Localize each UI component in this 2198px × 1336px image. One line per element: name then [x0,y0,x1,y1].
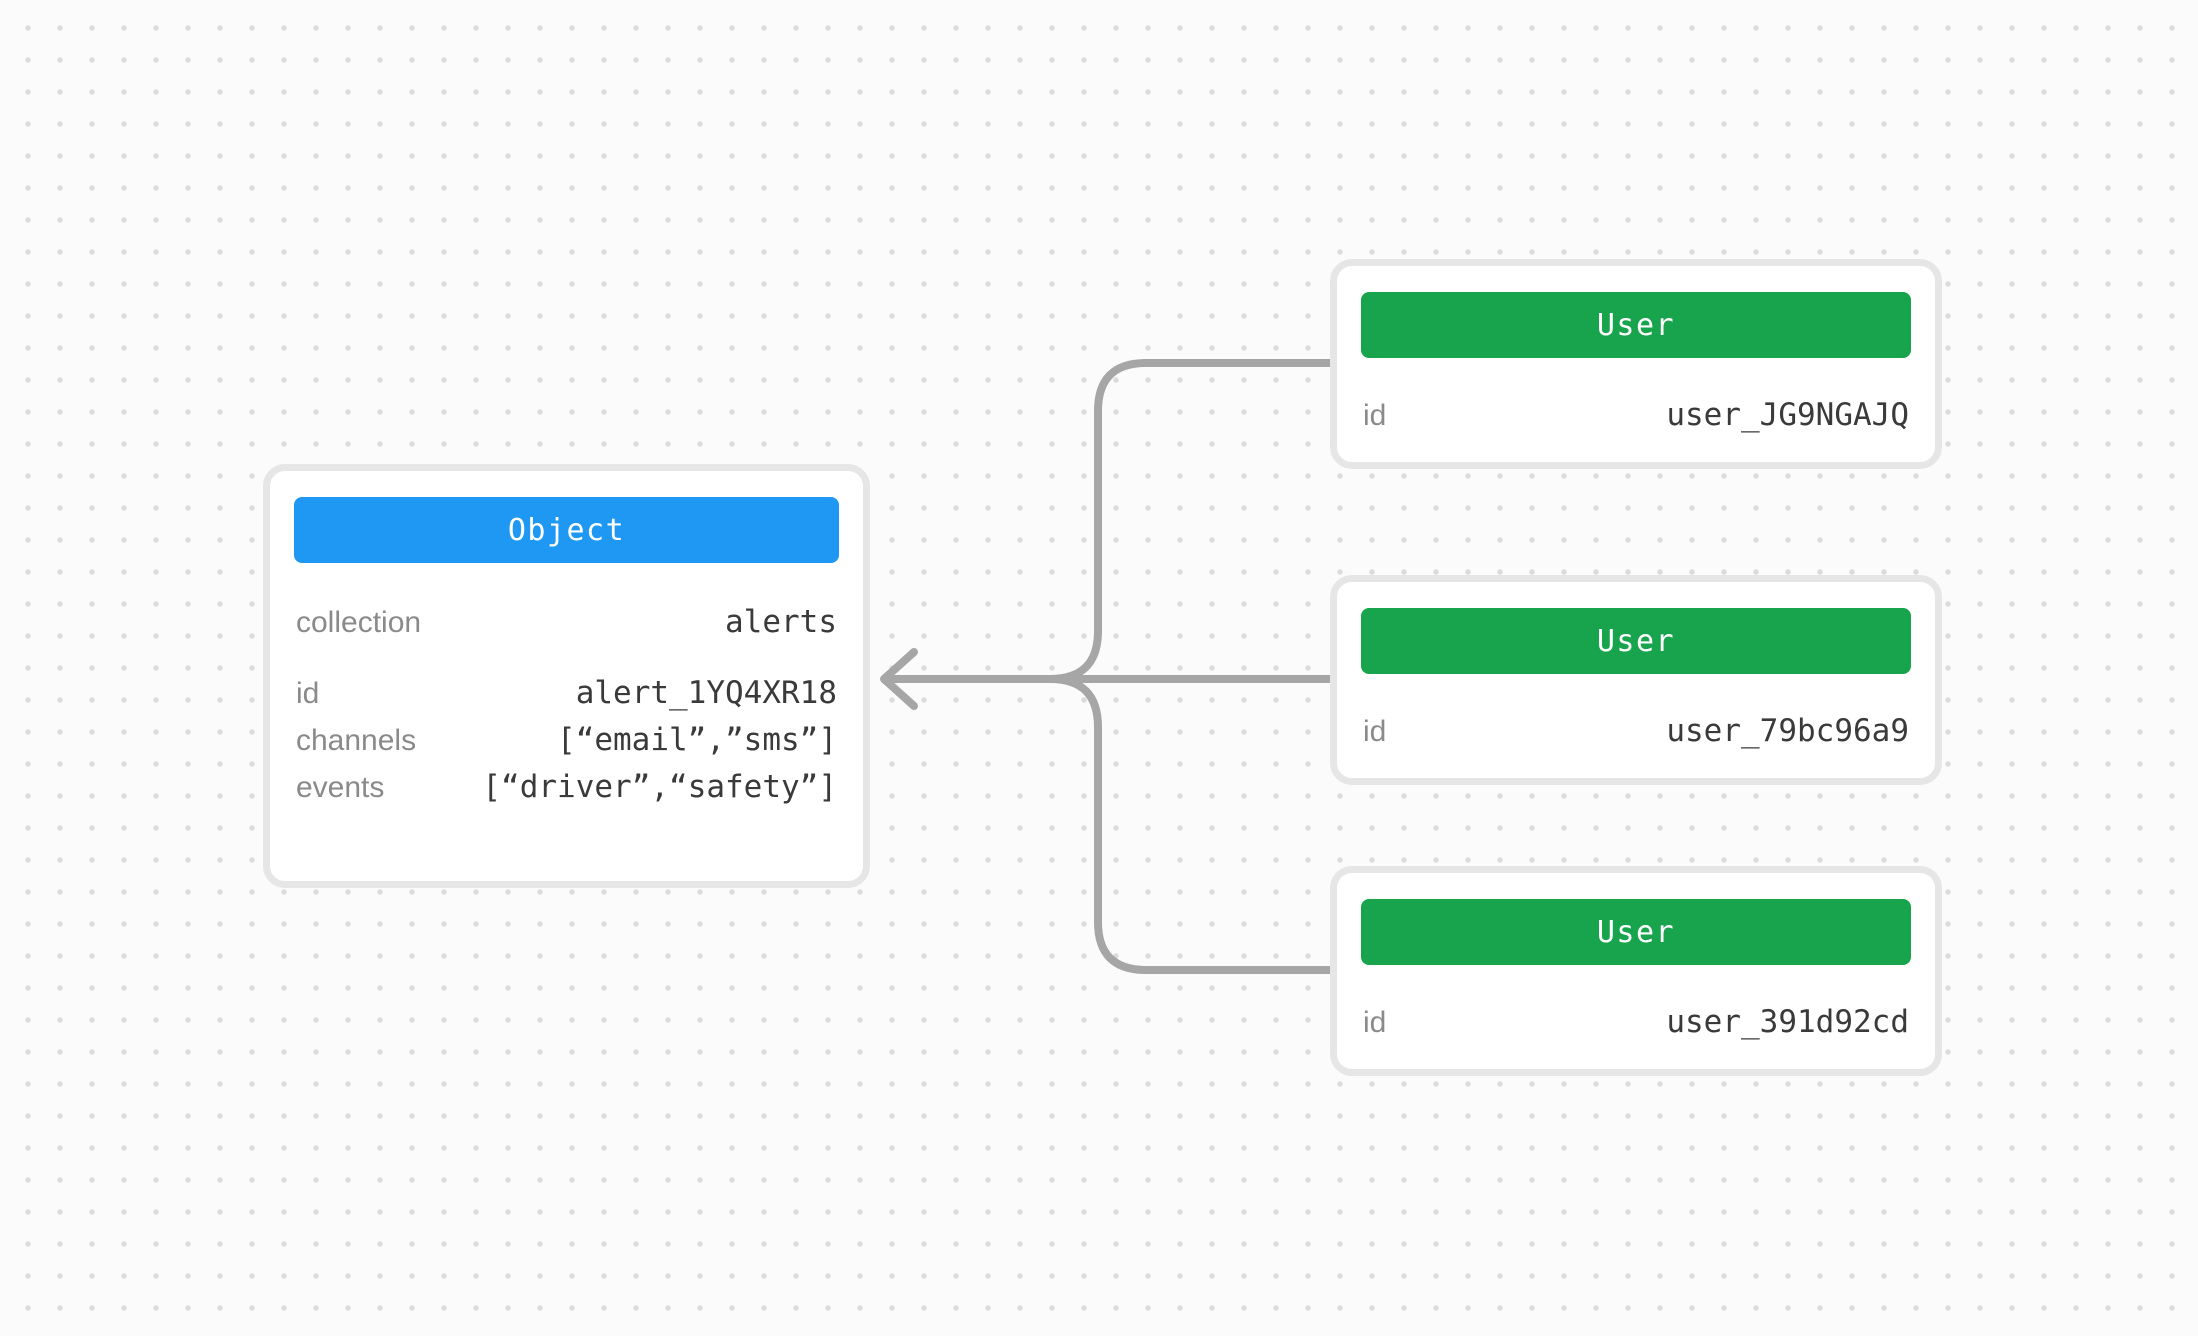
field-value: user_391d92cd [1666,1004,1909,1040]
connector-user3-branch [1030,675,1338,974]
user-card-header: User [1361,899,1911,965]
field-row-events: events [“driver”,“safety”] [296,764,837,811]
user-card-header: User [1361,608,1911,674]
field-value: user_79bc96a9 [1666,713,1909,749]
connector-user1-branch [1030,359,1338,683]
field-label: id [1363,399,1387,432]
field-value: [“driver”,“safety”] [482,769,837,805]
field-row-id: id alert_1YQ4XR18 [296,670,837,717]
field-label: id [1363,1006,1387,1039]
field-value: user_JG9NGAJQ [1666,397,1909,433]
field-value: alert_1YQ4XR18 [575,675,837,711]
field-row-id: id user_391d92cd [1363,999,1909,1046]
field-row-id: id user_JG9NGAJQ [1363,392,1909,439]
user-card-title: User [1596,914,1676,950]
field-value: alerts [725,604,837,640]
field-value: [“email”,”sms”] [557,722,837,758]
user-card-title: User [1596,623,1676,659]
arrowhead-icon [880,648,918,710]
field-row-channels: channels [“email”,”sms”] [296,717,837,764]
object-card-fields: collection alerts id alert_1YQ4XR18 chan… [270,563,863,811]
field-label: id [296,677,320,710]
user-card-fields: id user_79bc96a9 [1337,674,1935,755]
user-card-title: User [1596,307,1676,343]
object-card-header: Object [294,497,839,563]
field-row-collection: collection alerts [296,599,837,646]
object-card[interactable]: Object collection alerts id alert_1YQ4XR… [263,464,870,888]
user-card-fields: id user_391d92cd [1337,965,1935,1046]
field-label: collection [296,606,422,639]
field-label: id [1363,715,1387,748]
user-card-3[interactable]: User id user_391d92cd [1330,866,1942,1076]
field-label: events [296,771,385,804]
user-card-1[interactable]: User id user_JG9NGAJQ [1330,259,1942,469]
field-row-id: id user_79bc96a9 [1363,708,1909,755]
field-label: channels [296,724,417,757]
user-card-2[interactable]: User id user_79bc96a9 [1330,575,1942,785]
user-card-fields: id user_JG9NGAJQ [1337,358,1935,439]
user-card-header: User [1361,292,1911,358]
object-card-title: Object [507,512,626,548]
